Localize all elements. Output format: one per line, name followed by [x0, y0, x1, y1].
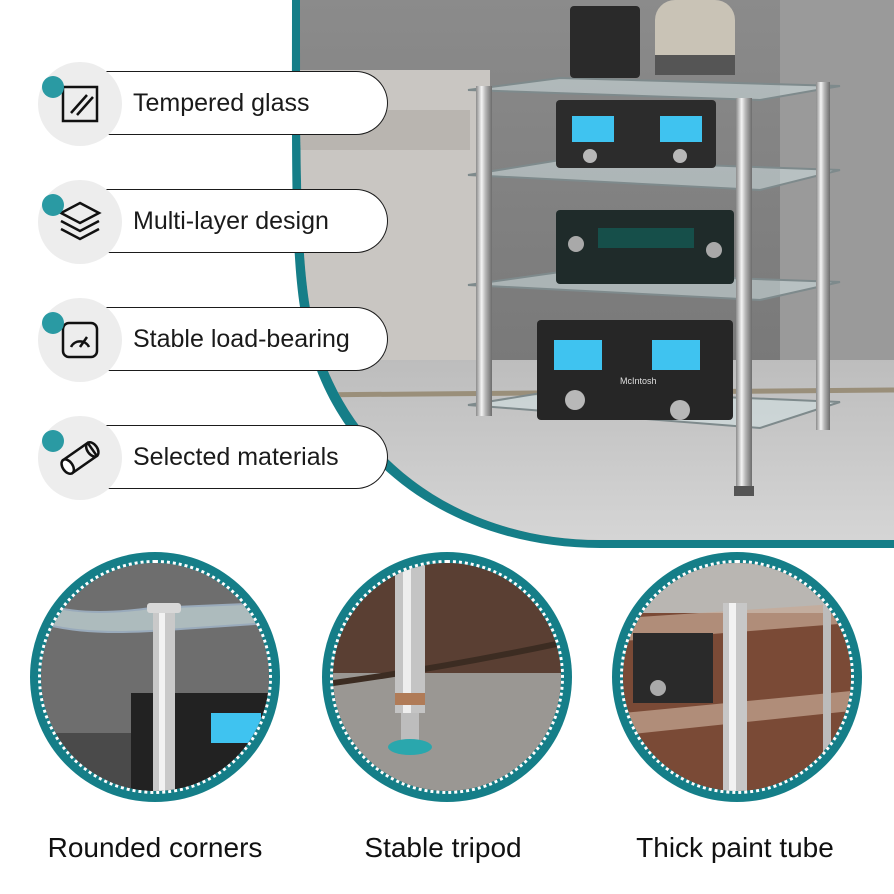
- feature-label-pill: Stable load-bearing: [78, 307, 388, 371]
- feature-label: Multi-layer design: [133, 206, 329, 235]
- brand-mark: McIntosh: [620, 376, 657, 386]
- layers-icon: [58, 201, 102, 241]
- detail-rounded-corners: [30, 552, 280, 802]
- feature-load-bearing: Stable load-bearing: [38, 298, 388, 382]
- feature-icon-bubble: [38, 62, 122, 146]
- feature-label-pill: Selected materials: [78, 425, 388, 489]
- caption-thick-tube: Thick paint tube: [636, 832, 834, 863]
- feature-tempered-glass: Tempered glass: [38, 62, 388, 146]
- accent-dot: [42, 194, 64, 216]
- feature-icon-bubble: [38, 416, 122, 500]
- feature-multi-layer: Multi-layer design: [38, 180, 388, 264]
- detail-thick-tube: [612, 552, 862, 802]
- accent-dot: [42, 312, 64, 334]
- feature-icon-bubble: [38, 180, 122, 264]
- gauge-icon: [61, 321, 99, 359]
- feature-materials: Selected materials: [38, 416, 388, 500]
- rounded-corner-illustration: [41, 563, 269, 791]
- accent-dot: [42, 430, 64, 452]
- feature-label-pill: Multi-layer design: [78, 189, 388, 253]
- tempered-glass-icon: [61, 85, 99, 123]
- detail-stable-tripod: [322, 552, 572, 802]
- feature-label: Stable load-bearing: [133, 324, 350, 353]
- detail-photo: [330, 560, 564, 794]
- detail-photo: [620, 560, 854, 794]
- tube-icon: [60, 440, 100, 476]
- tripod-foot-illustration: [333, 563, 561, 791]
- caption-stable-tripod: Stable tripod: [364, 832, 522, 863]
- accent-dot: [42, 76, 64, 98]
- feature-label: Selected materials: [133, 442, 339, 471]
- feature-label-pill: Tempered glass: [78, 71, 388, 135]
- feature-icon-bubble: [38, 298, 122, 382]
- tube-closeup-illustration: [623, 563, 851, 791]
- feature-label: Tempered glass: [133, 88, 310, 117]
- caption-rounded-corners: Rounded corners: [47, 832, 263, 863]
- detail-photo: [38, 560, 272, 794]
